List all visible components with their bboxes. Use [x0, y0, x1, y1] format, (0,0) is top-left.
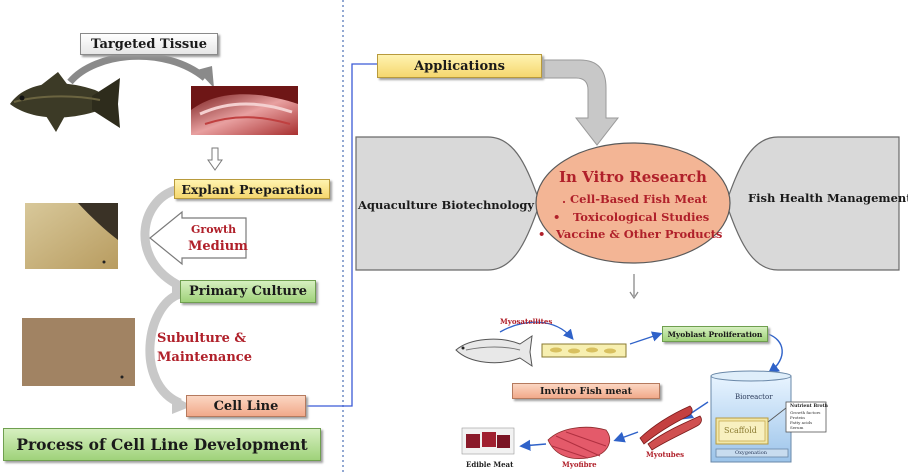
targeted-tissue-box: Targeted Tissue [80, 33, 218, 55]
in-vitro-bullet-3: • [538, 227, 546, 241]
fish-health-label: Fish Health Management [748, 191, 908, 205]
arrow-strip-to-myoblast [629, 331, 663, 345]
subculture-label-2: Maintenance [157, 350, 252, 365]
applications-box: Applications [377, 54, 542, 78]
in-vitro-ellipse [535, 142, 731, 264]
nutrient-item-2: Protein [790, 415, 805, 420]
connector-cellline-to-applications [306, 63, 377, 407]
arrow-myosatellites [499, 321, 574, 340]
primary-culture-box: Primary Culture [180, 280, 316, 303]
growth-medium-label-2: Medium [188, 239, 248, 254]
arrow-myoblast-to-bioreactor [767, 333, 783, 374]
oxygenation-label: Oxygenation [735, 450, 767, 456]
bioreactor-image [710, 370, 827, 463]
arrow-myotubes-to-myofibre [613, 431, 639, 443]
in-vitro-bullet-2: • [553, 210, 561, 224]
cell-line-box: Cell Line [186, 395, 306, 417]
in-vitro-title: In Vitro Research [559, 168, 707, 186]
arrow-tissue-to-explant [207, 147, 223, 171]
arrow-explant-to-primary [140, 185, 183, 291]
process-title-banner: Process of Cell Line Development [3, 428, 321, 461]
fish-photo [10, 72, 120, 132]
in-vitro-item-3: Vaccine & Other Products [556, 227, 723, 241]
bioreactor-label: Bioreactor [735, 393, 773, 401]
in-vitro-item-2: Toxicological Studies [573, 210, 710, 224]
myosatellites-label: Myosatellites [500, 317, 553, 326]
in-vitro-item-1: . Cell-Based Fish Meat [562, 192, 708, 206]
nutrient-title: Nutrient Broth [790, 404, 828, 409]
myoblast-proliferation-box: Myoblast Proliferation [662, 326, 768, 342]
explant-culture-photo [25, 203, 118, 269]
sketch-fish-image [455, 334, 533, 368]
scaffold-label: Scaffold [724, 426, 757, 435]
myofibre-label: Myofibre [562, 460, 597, 469]
tissue-photo [191, 86, 298, 135]
arrow-myofibre-to-meat [519, 439, 547, 451]
myotubes-image [639, 405, 702, 451]
growth-medium-arrow [149, 210, 247, 266]
arrow-fish-to-tissue [67, 52, 208, 85]
myofibre-image [547, 426, 610, 459]
nutrient-item-3: Fatty acids [790, 420, 813, 425]
aquaculture-label: Aquaculture Biotechnology [358, 198, 535, 212]
edible-meat-image [461, 427, 515, 455]
invitro-fish-meat-box: Invitro Fish meat [512, 383, 660, 399]
nutrient-item-1: Growth factors [790, 410, 821, 415]
myotubes-label: Myotubes [646, 450, 685, 459]
growth-medium-label-1: Growth [191, 223, 237, 236]
arrow-primary-to-cellline [145, 289, 183, 408]
primary-culture-photo [22, 318, 135, 386]
explant-preparation-box: Explant Preparation [174, 179, 330, 199]
nutrient-item-4: Serum [790, 425, 804, 430]
subculture-label-1: Subulture & [157, 331, 247, 346]
edible-meat-label: Edible Meat [466, 460, 514, 469]
cell-strip-image [541, 343, 627, 358]
arrow-applications-to-invitro [543, 59, 620, 146]
